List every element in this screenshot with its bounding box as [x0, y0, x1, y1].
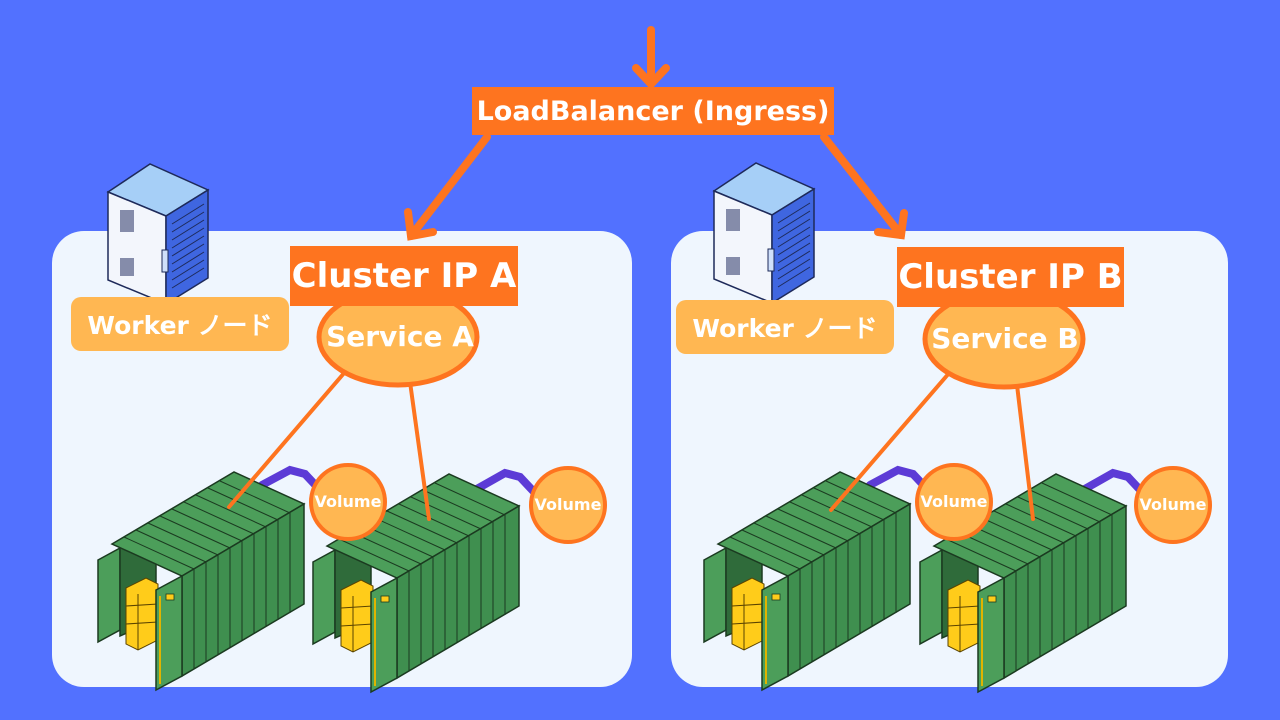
load-balancer-box: LoadBalancer (Ingress)	[472, 87, 834, 135]
cluster-ip-box-a: Cluster IP A	[290, 246, 518, 306]
worker-node-label-a: Worker ノード	[71, 297, 289, 351]
load-balancer-label: LoadBalancer (Ingress)	[476, 95, 830, 127]
volume-label-b1: Volume	[920, 492, 988, 511]
arrow-to-cluster-b	[820, 133, 908, 240]
volume-label-a1: Volume	[314, 492, 382, 511]
cluster-ip-label-a: Cluster IP A	[291, 256, 517, 296]
worker-node-text-b: Worker ノード	[692, 314, 878, 343]
cluster-ip-label-b: Cluster IP B	[898, 257, 1123, 297]
cluster-ip-box-b: Cluster IP B	[897, 247, 1124, 307]
service-label-a: Service A	[326, 320, 474, 353]
worker-node-text-a: Worker ノード	[87, 311, 273, 340]
arrow-to-cluster-a	[404, 133, 491, 241]
incoming-arrow	[632, 26, 670, 90]
volume-label-a2: Volume	[534, 495, 602, 514]
volume-label-b2: Volume	[1139, 495, 1207, 514]
worker-node-label-b: Worker ノード	[676, 300, 894, 354]
service-label-b: Service B	[931, 322, 1079, 355]
